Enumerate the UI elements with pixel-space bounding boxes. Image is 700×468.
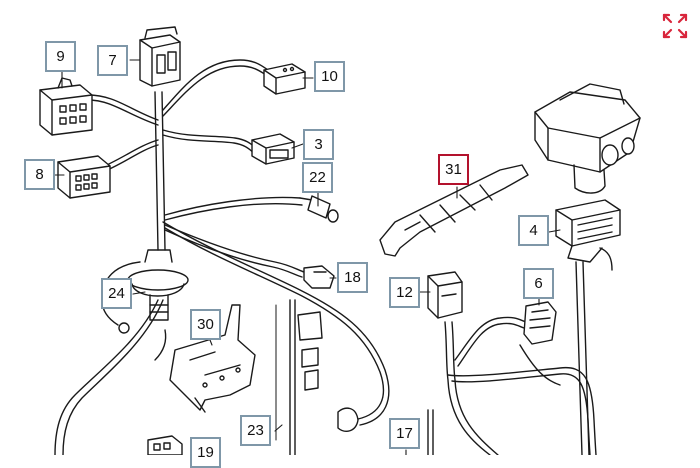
- callout-22[interactable]: 22: [302, 162, 333, 193]
- connector-19: [147, 435, 183, 456]
- control-unit: [534, 83, 641, 194]
- callout-24[interactable]: 24: [101, 278, 132, 309]
- parts-diagram: 9 7 10 3 8 22 31 4 18 24 12 6 30 23 17 1…: [24, 12, 689, 468]
- callout-4[interactable]: 4: [518, 215, 549, 246]
- callout-18[interactable]: 18: [337, 262, 368, 293]
- harness-wires: [54, 59, 613, 456]
- callout-12[interactable]: 12: [389, 277, 420, 308]
- callout-3[interactable]: 3: [303, 129, 334, 160]
- callout-8[interactable]: 8: [24, 159, 55, 190]
- connector-3: [251, 133, 295, 165]
- callout-10[interactable]: 10: [314, 61, 345, 92]
- connector-12: [427, 271, 463, 319]
- callout-30[interactable]: 30: [190, 309, 221, 340]
- sensor-22: [299, 195, 339, 223]
- connector-23: [275, 304, 359, 441]
- callout-6[interactable]: 6: [523, 268, 554, 299]
- callout-23[interactable]: 23: [240, 415, 271, 446]
- wiring-harness-drawing: [39, 26, 641, 456]
- connector-8: [57, 155, 111, 199]
- connector-9: [39, 77, 93, 136]
- callout-19[interactable]: 19: [190, 437, 221, 468]
- bracket-31: [379, 164, 529, 257]
- connector-4: [555, 199, 621, 263]
- leader-lines: [54, 59, 561, 456]
- callout-31[interactable]: 31: [438, 154, 469, 185]
- connector-10: [263, 63, 306, 95]
- callout-7[interactable]: 7: [97, 45, 128, 76]
- callout-17[interactable]: 17: [389, 418, 420, 449]
- connector-18: [303, 265, 335, 289]
- bracket-30: [169, 304, 256, 413]
- callout-9[interactable]: 9: [45, 41, 76, 72]
- expand-arrows-icon[interactable]: [661, 12, 689, 40]
- connector-7: [139, 26, 181, 87]
- connector-6: [523, 301, 557, 345]
